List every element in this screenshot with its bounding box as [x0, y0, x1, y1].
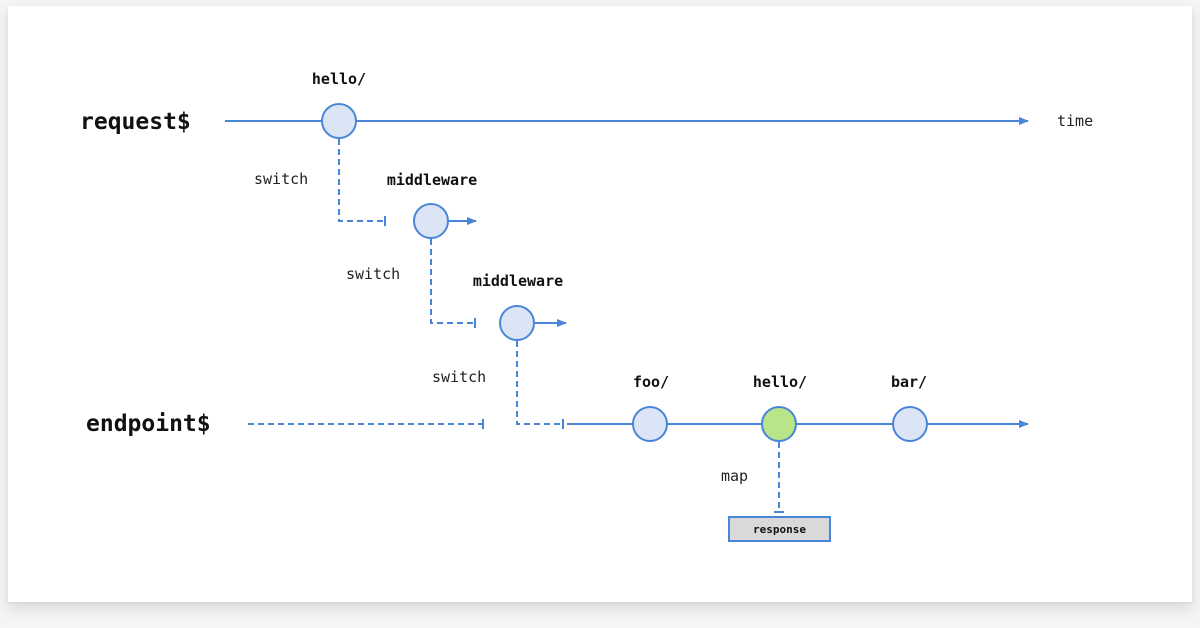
endpoint-hello-node — [761, 406, 797, 442]
request-hello-label: hello/ — [312, 70, 366, 88]
switch-path-2 — [430, 239, 474, 324]
foo-node — [632, 406, 668, 442]
endpoint-stream-label: endpoint$ — [86, 411, 211, 437]
switch-path-1 — [338, 139, 384, 222]
middleware-node-1 — [413, 203, 449, 239]
time-label: time — [1057, 112, 1093, 130]
foo-label: foo/ — [633, 373, 669, 391]
switch-label-3: switch — [432, 368, 486, 386]
middleware-label-1: middleware — [387, 171, 477, 189]
request-stream-label: request$ — [80, 109, 191, 135]
switch-label-2: switch — [346, 265, 400, 283]
middleware-label-2: middleware — [473, 272, 563, 290]
switch-path-3 — [516, 341, 562, 425]
request-hello-node — [321, 103, 357, 139]
endpoint-hello-label: hello/ — [753, 373, 807, 391]
bar-node — [892, 406, 928, 442]
bar-label: bar/ — [891, 373, 927, 391]
response-label: response — [753, 523, 806, 536]
switch-label-1: switch — [254, 170, 308, 188]
response-box — [728, 516, 831, 542]
diagram-card — [8, 6, 1192, 602]
middleware-node-2 — [499, 305, 535, 341]
map-label: map — [721, 467, 748, 485]
